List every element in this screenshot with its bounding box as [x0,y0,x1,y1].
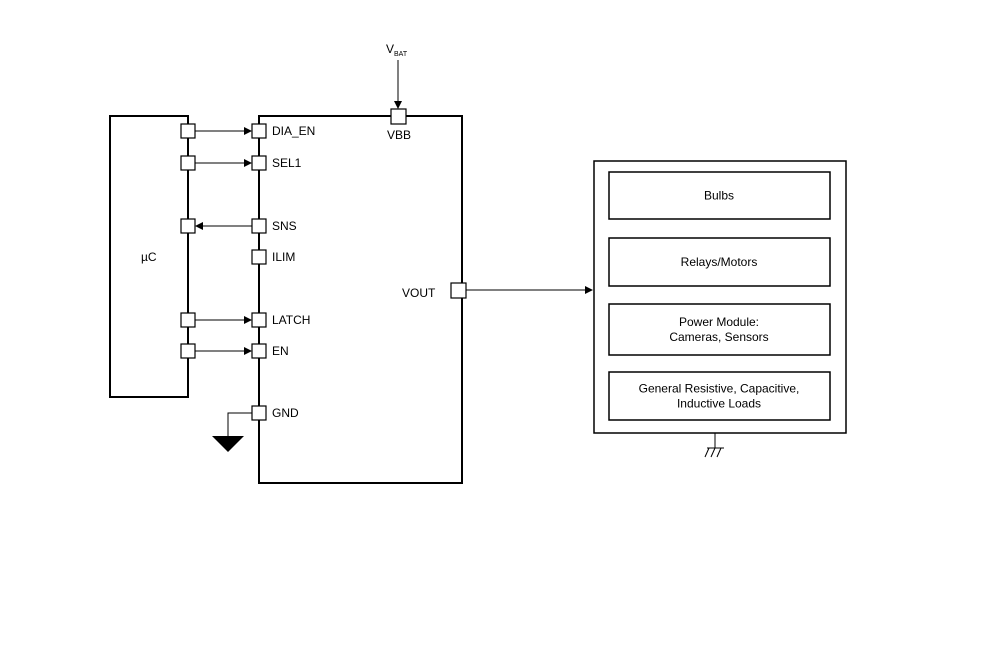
chassis-ground-icon [704,433,724,458]
gnd-pin [251,405,267,421]
sns-label: SNS [272,219,297,233]
ground-icon [212,436,244,452]
vout-label: VOUT [402,286,436,300]
mcu-latch-pin [180,312,196,328]
load-bulbs-label: Bulbs [704,189,734,203]
vbb-label: VBB [387,128,411,142]
device-block [258,115,463,484]
load-relays-motors-label: Relays/Motors [681,255,758,269]
load-relays-motors [608,237,831,287]
mcu-label: µC [141,250,157,264]
vbb-pin [390,108,407,125]
latch-label: LATCH [272,313,310,327]
gnd-label: GND [272,406,299,420]
dia-en-label: DIA_EN [272,124,315,138]
en-label: EN [272,344,289,358]
mcu-sel1-pin [180,155,196,171]
load-power-module [608,303,831,356]
dia-en-pin [251,123,267,139]
mcu-block [109,115,189,398]
ilim-pin [251,249,267,265]
mcu-en-pin [180,343,196,359]
load-general-loads-label: General Resistive, Capacitive, [639,382,800,396]
en-pin [251,343,267,359]
gnd-wire [227,412,252,436]
load-power-module-label: Power Module: [679,315,759,329]
vbat-label: VBAT [386,42,408,58]
latch-pin [251,312,267,328]
load-general-loads [608,371,831,421]
load-power-module-label: Cameras, Sensors [669,330,768,344]
sel1-label: SEL1 [272,156,302,170]
load-bulbs [608,171,831,220]
load-general-loads-label: Inductive Loads [677,397,761,411]
sns-pin [251,218,267,234]
sel1-pin [251,155,267,171]
mcu-sns-pin [180,218,196,234]
ilim-label: ILIM [272,250,295,264]
vout-pin [450,282,467,299]
mcu-dia-en-pin [180,123,196,139]
